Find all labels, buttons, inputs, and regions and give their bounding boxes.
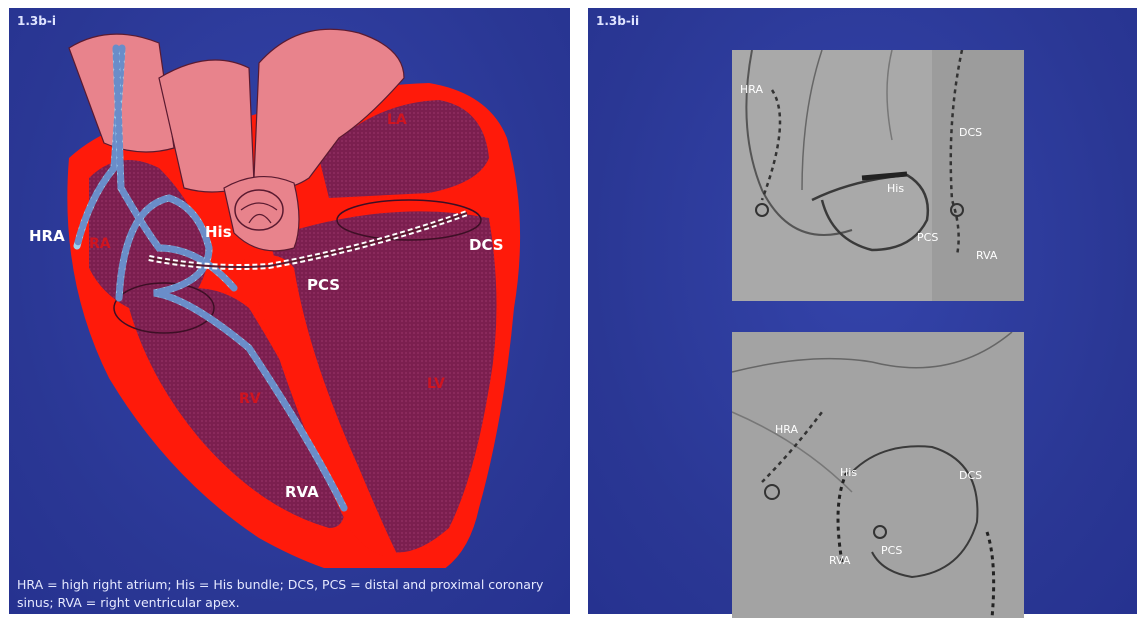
xray-bottom-label-hra: HRA [775,423,798,436]
xray-top-label-dcs: DCS [959,126,982,139]
xray-bottom-label-dcs: DCS [959,469,982,482]
caption: HRA = high right atrium; His = His bundl… [17,576,562,612]
label-lv: LV [427,376,445,392]
label-rva: RVA [285,483,319,501]
caption-line-2: sinus; RVA = right ventricular apex. [17,594,562,612]
label-la: LA [387,112,407,128]
xray-top-label-hra: HRA [740,83,763,96]
xray-top-label-pcs: PCS [917,231,938,244]
label-rv: RV [239,391,261,407]
caption-line-1: HRA = high right atrium; His = His bundl… [17,576,562,594]
label-dcs: DCS [469,236,504,254]
label-pcs: PCS [307,276,340,294]
fluoroscopy-panel: 1.3b-ii HRA DCS His PCS RVA [588,8,1137,614]
label-hra: HRA [29,227,65,245]
fluoroscopy-image-top: HRA DCS His PCS RVA [732,50,1024,301]
heart-diagram-panel: 1.3b-i [9,8,570,614]
xray-bottom-label-pcs: PCS [881,544,902,557]
xray-top-label-his: His [887,182,904,195]
heart-diagram: LA RA RV LV HRA His PCS DCS RVA [9,8,570,568]
xray-bottom-label-rva: RVA [829,554,851,567]
xray-top-label-rva: RVA [976,249,998,262]
panel-label-right: 1.3b-ii [596,14,639,28]
fluoroscopy-image-bottom: HRA His DCS RVA PCS [732,332,1024,618]
panel-label-left: 1.3b-i [17,14,56,28]
label-his: His [205,223,232,241]
label-ra: RA [89,236,111,252]
xray-bottom-label-his: His [840,466,857,479]
